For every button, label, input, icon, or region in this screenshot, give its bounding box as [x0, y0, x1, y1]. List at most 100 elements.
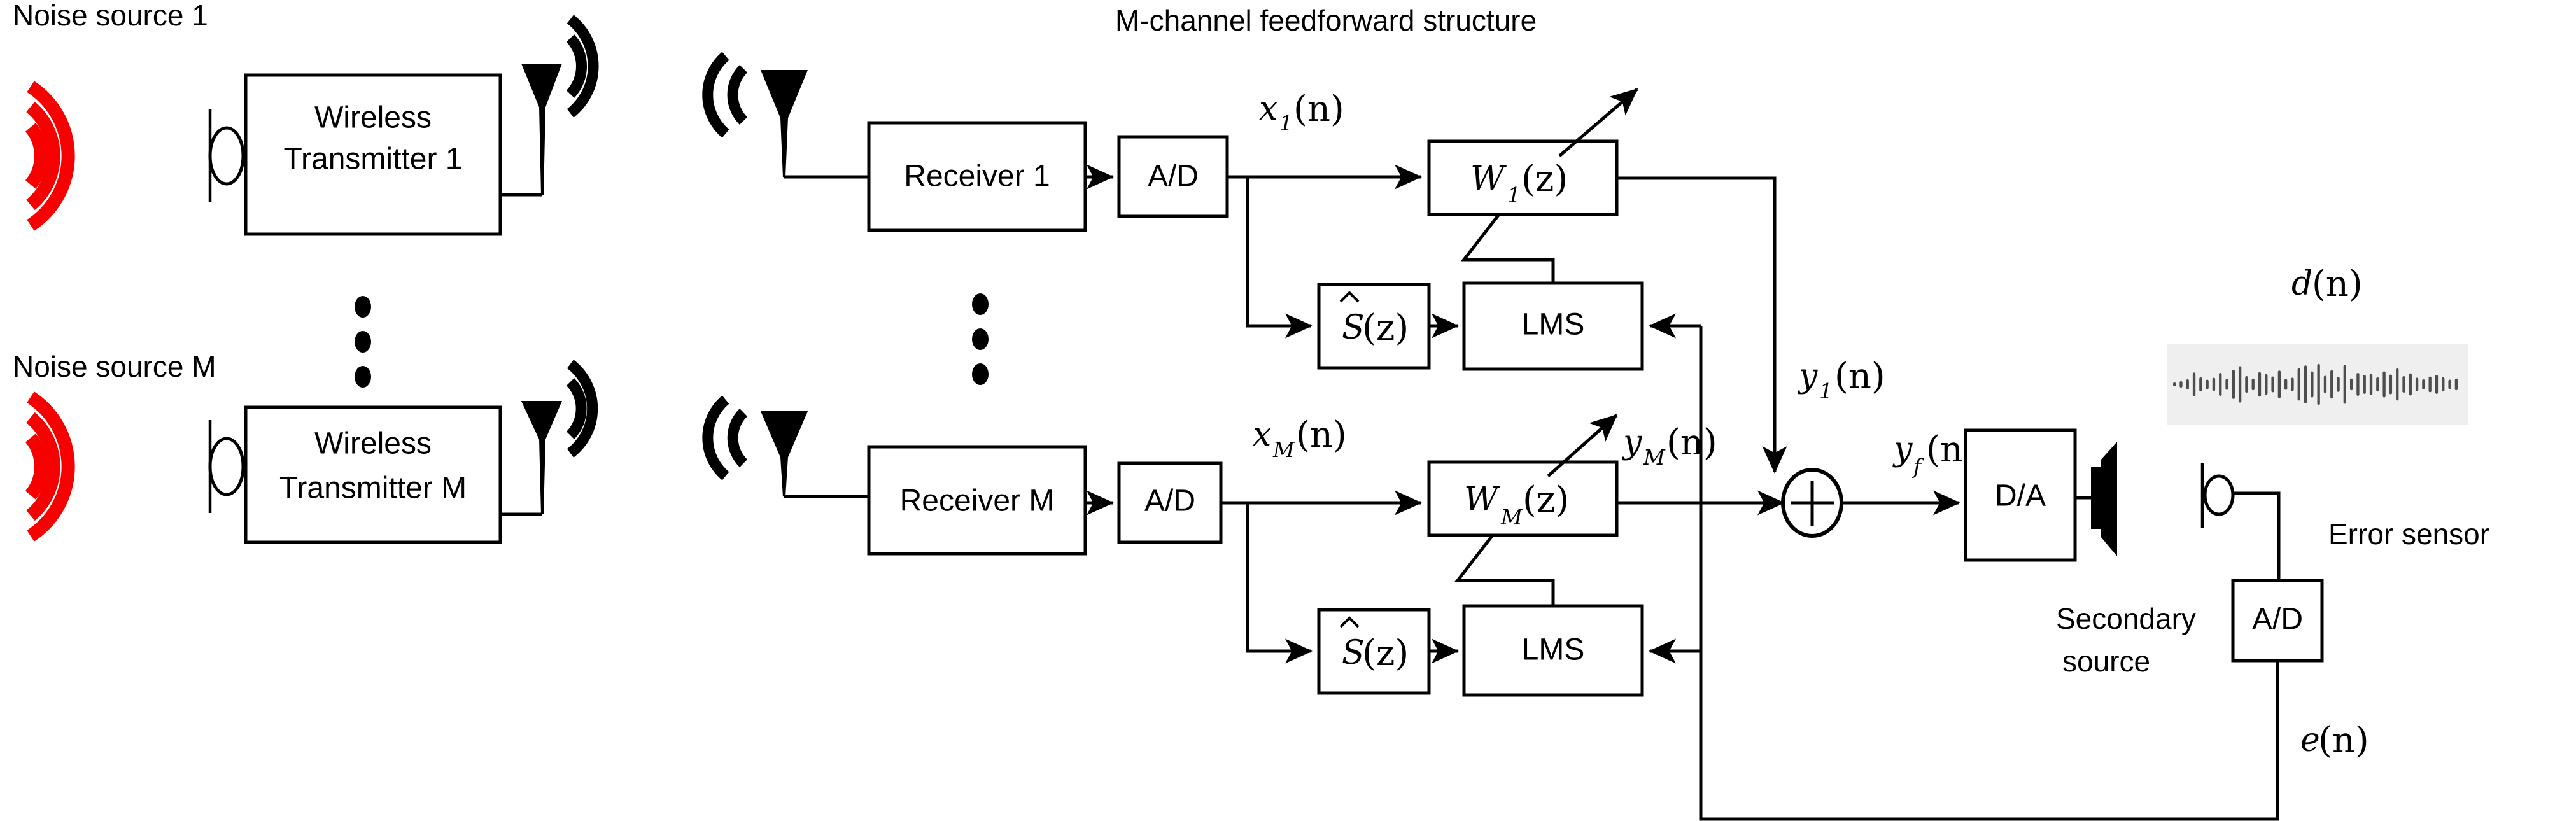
wireless-transmitter-m-box[interactable]	[244, 405, 502, 544]
waveform-bar	[2428, 376, 2432, 393]
svg-text:(z): (z)	[1362, 307, 1409, 349]
microphone-icon-1	[208, 109, 245, 202]
waveform-bar	[2409, 373, 2412, 396]
shat-m-label: S (z)	[1339, 616, 1409, 674]
waveform-bar	[2245, 375, 2248, 393]
noise-wave-icon-m	[25, 391, 75, 542]
waveform-bar	[2206, 379, 2209, 389]
wire-xm-tap-to-shatm	[1246, 503, 1313, 664]
summing-junction[interactable]	[1781, 468, 1843, 538]
svg-text:(z): (z)	[1523, 479, 1569, 521]
svg-text:1: 1	[1507, 183, 1521, 207]
noise-source-1-label: Noise source 1	[13, 0, 208, 32]
receiver-m-box[interactable]	[867, 445, 1087, 556]
tx-antenna-icon-m	[500, 360, 598, 516]
svg-text:M: M	[1643, 445, 1666, 470]
lms-1-box[interactable]	[1462, 281, 1644, 371]
svg-text:S: S	[1342, 309, 1365, 347]
ref-signal-m-label: x M (n)	[1253, 414, 1347, 462]
waveform-bar	[2349, 378, 2353, 391]
svg-text:d: d	[2291, 265, 2312, 303]
disturbance-waveform-icon	[2167, 344, 2468, 425]
waveform-bar	[2265, 374, 2268, 395]
svg-text:M: M	[1272, 437, 1295, 462]
waveform-bar	[2402, 375, 2405, 393]
wire-errormic-to-adc	[2233, 491, 2281, 580]
adc-m-box[interactable]	[1117, 461, 1223, 544]
waveform-bar	[2356, 373, 2360, 396]
dac-box[interactable]	[1964, 428, 2077, 562]
adc-m-label: A/D	[1144, 484, 1195, 518]
error-microphone-icon	[2200, 463, 2235, 528]
receiver-m-label: Receiver M	[900, 484, 1055, 518]
svg-text:(n): (n)	[1834, 356, 1885, 397]
noise-wave-icon-1	[25, 81, 75, 231]
svg-text:(n): (n)	[1293, 88, 1344, 130]
svg-text:x: x	[1253, 416, 1271, 454]
waveform-bar	[2304, 365, 2307, 403]
waveform-bar	[2297, 368, 2300, 401]
waveform-bar	[2179, 381, 2183, 388]
wireless-transmitter-m-label-line1: Wireless	[314, 427, 432, 461]
shat-1-label: S (z)	[1339, 291, 1409, 349]
error-signal-label: e (n)	[2300, 720, 2369, 761]
svg-text:S: S	[1342, 634, 1365, 672]
ref-signal-1-label: x 1 (n)	[1259, 88, 1344, 136]
diagram-title: M-channel feedforward structure	[1115, 4, 1537, 37]
svg-text:M: M	[1500, 505, 1523, 530]
loudspeaker-icon	[2075, 442, 2117, 556]
waveform-bar	[2271, 376, 2274, 393]
adaptation-arrow-w1	[1558, 88, 1638, 157]
adc-1-box[interactable]	[1117, 135, 1229, 218]
wireless-transmitter-1-box[interactable]	[244, 73, 502, 236]
waveform-bar	[2317, 363, 2320, 405]
svg-text:(n): (n)	[1666, 422, 1717, 463]
receiver-1-label: Receiver 1	[904, 160, 1050, 193]
waveform-bar	[2251, 378, 2255, 391]
svg-text:y: y	[1798, 357, 1818, 395]
waveform-bar	[2343, 365, 2346, 404]
lms-m-box[interactable]	[1462, 604, 1644, 697]
svg-text:(n): (n)	[1296, 414, 1347, 456]
waveform-bar	[2389, 374, 2393, 395]
waveform-bar	[2186, 379, 2189, 390]
waveform-bar	[2454, 378, 2458, 391]
noise-source-m-label: Noise source M	[13, 350, 216, 383]
waveform-bar	[2192, 372, 2196, 396]
waveform-bar	[2277, 370, 2281, 398]
waveform-bar	[2330, 370, 2333, 399]
waveform-bar	[2311, 371, 2314, 398]
svg-text:x: x	[1259, 90, 1277, 128]
error-adc-box[interactable]	[2231, 579, 2324, 663]
svg-text:(n): (n)	[2318, 720, 2369, 761]
lms-1-label: LMS	[1522, 308, 1585, 342]
weight-update-link-1	[1460, 213, 1555, 283]
waveform-bar	[2238, 366, 2242, 403]
rx-antenna-icon-1	[702, 52, 869, 179]
waveform-bar	[2232, 370, 2235, 399]
wire-w1-to-summer	[1617, 176, 1787, 474]
waveform-bar	[2225, 379, 2228, 390]
wireless-transmitter-m-label-line2: Transmitter M	[279, 472, 467, 505]
waveform-bar	[2382, 371, 2386, 398]
shat-m-box[interactable]	[1317, 608, 1431, 695]
secondary-source-label-line1: Secondary	[2056, 602, 2196, 635]
receiver-1-box[interactable]	[867, 121, 1087, 232]
w1-filter-label: W 1 (z)	[1470, 158, 1568, 207]
rx-antenna-icon-m	[702, 395, 869, 498]
shat-hat-accent-m	[1339, 616, 1360, 628]
adaptation-arrow-wm	[1547, 414, 1618, 477]
waveform-bar	[2284, 379, 2288, 390]
svg-text:f: f	[1911, 454, 1925, 479]
waveform-bar	[2415, 377, 2419, 391]
svg-text:W: W	[1470, 160, 1507, 198]
shat-hat-accent-1	[1339, 291, 1360, 303]
waveform-bar	[2212, 377, 2216, 391]
svg-text:W: W	[1464, 481, 1500, 519]
wm-filter-box[interactable]	[1427, 460, 1619, 537]
waveform-bar	[2396, 368, 2399, 401]
wm-filter-label: W M (z)	[1464, 479, 1569, 530]
vertical-ellipsis-icon-middle	[972, 293, 989, 385]
svg-text:y: y	[1892, 430, 1913, 468]
dac-label: D/A	[1995, 479, 2046, 513]
